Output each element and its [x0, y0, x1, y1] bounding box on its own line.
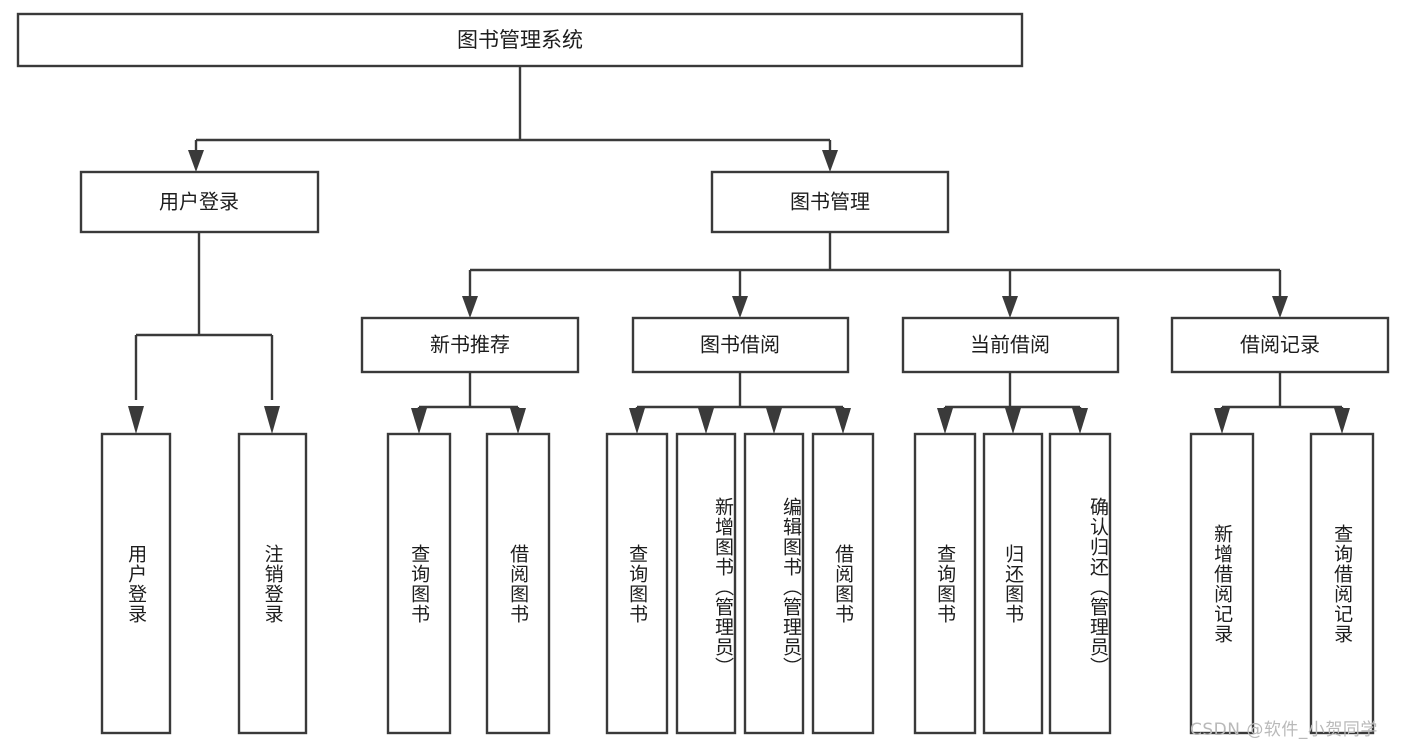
node-leaf-query-book-1[interactable]: [386, 432, 452, 735]
arrow-head-book-manage: [822, 150, 838, 172]
node-leaf-query-record[interactable]: [1309, 432, 1375, 735]
node-book-borrow-label: 图书借阅: [700, 333, 780, 357]
arrow-head-current-borrow: [1002, 296, 1018, 318]
arrow-head-new-book-recommend: [462, 296, 478, 318]
node-book-manage[interactable]: [710, 170, 950, 234]
arrow-head-leaf-logout-login: [264, 406, 280, 434]
node-borrow-record-label: 借阅记录: [1240, 333, 1320, 357]
node-book-borrow[interactable]: [631, 316, 850, 374]
node-leaf-return-book[interactable]: [982, 432, 1044, 735]
node-user-login[interactable]: [79, 170, 320, 234]
node-leaf-query-book-2[interactable]: [605, 432, 669, 735]
arrow-head-leaf-borrow-book-2: [835, 408, 851, 434]
node-leaf-edit-book[interactable]: [743, 432, 805, 735]
arrow-head-leaf-edit-book: [766, 408, 782, 434]
arrow-head-leaf-confirm-return: [1072, 408, 1088, 434]
arrow-head-leaf-query-book-3: [937, 408, 953, 434]
node-user-login-label: 用户登录: [159, 190, 239, 214]
arrow-head-user-login: [188, 150, 204, 172]
arrow-head-leaf-query-record: [1334, 408, 1350, 434]
arrow-head-borrow-record: [1272, 296, 1288, 318]
node-leaf-query-book-3[interactable]: [913, 432, 977, 735]
node-borrow-record[interactable]: [1170, 316, 1390, 374]
node-leaf-borrow-book-1[interactable]: [485, 432, 551, 735]
node-new-book-recommend[interactable]: [360, 316, 580, 374]
node-leaf-add-record[interactable]: [1189, 432, 1255, 735]
node-root-book-management-system[interactable]: [16, 12, 1024, 68]
edge-layer: [128, 66, 1350, 434]
arrow-head-book-borrow: [732, 296, 748, 318]
arrow-head-leaf-query-book-1: [411, 408, 427, 434]
node-leaf-borrow-book-2[interactable]: [811, 432, 875, 735]
node-current-borrow-label: 当前借阅: [970, 333, 1050, 357]
node-leaf-user-login[interactable]: [100, 432, 172, 735]
arrow-head-leaf-add-record: [1214, 408, 1230, 434]
node-book-manage-label: 图书管理: [790, 190, 870, 214]
node-leaf-confirm-return[interactable]: [1048, 432, 1112, 735]
node-layer: 图书管理系统 用户登录 图书管理 新书推荐 图书借阅 当前借阅 借阅记录: [16, 12, 1390, 735]
arrow-head-leaf-borrow-book-1: [510, 408, 526, 434]
arrow-head-leaf-return-book: [1005, 408, 1021, 434]
node-root-label: 图书管理系统: [457, 28, 583, 52]
node-leaf-logout-login[interactable]: [237, 432, 308, 735]
arrow-head-leaf-user-login: [128, 406, 144, 434]
arrow-head-leaf-query-book-2: [629, 408, 645, 434]
node-new-book-recommend-label: 新书推荐: [430, 333, 510, 357]
arrow-head-leaf-add-book: [698, 408, 714, 434]
node-current-borrow[interactable]: [901, 316, 1120, 374]
node-leaf-add-book[interactable]: [675, 432, 737, 735]
